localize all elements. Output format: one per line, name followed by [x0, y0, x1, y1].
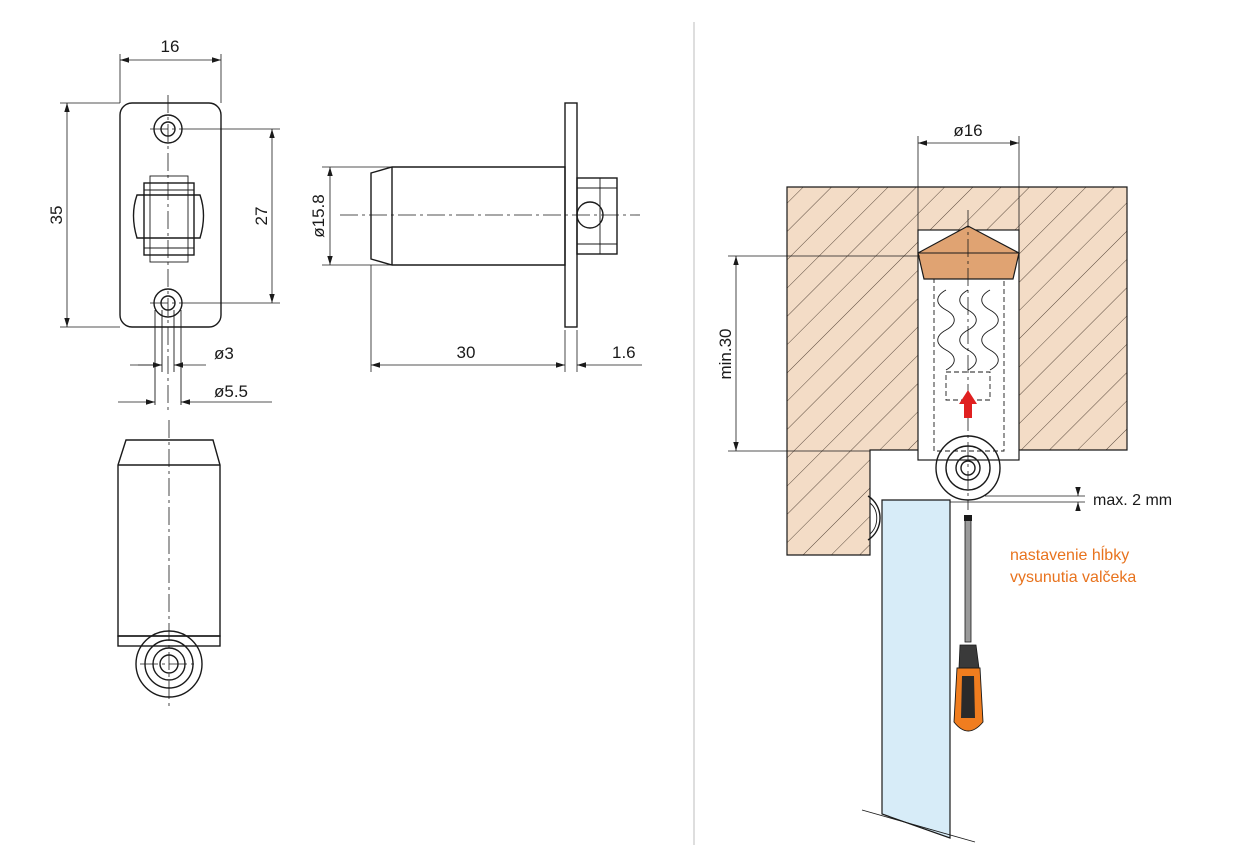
dim-max-gap-text: max. 2 mm	[1093, 492, 1172, 509]
front-view	[119, 95, 222, 410]
dim-pin: ø3 ø5.5	[118, 344, 272, 405]
adjustment-note-line1: nastavenie hĺbky	[1010, 545, 1129, 564]
bore-tip	[917, 225, 1020, 280]
top-view	[340, 102, 640, 328]
dim-pin-text: ø3	[214, 344, 234, 363]
installation-view	[786, 186, 1128, 843]
dim-roller-diameter-text: ø15.8	[309, 194, 328, 237]
screwdriver-icon	[953, 515, 984, 732]
dim-roller-outer-text: ø5.5	[214, 382, 248, 401]
dim-max-gap: max. 2 mm	[950, 487, 1172, 511]
dim-hole-spacing: 27	[186, 128, 280, 304]
adjustment-note-line2: vysunutia valčeka	[1010, 569, 1136, 586]
glass-panel	[881, 499, 951, 839]
dim-roller-diameter: ø15.8	[309, 166, 392, 266]
dim-body-length: 30 1.6	[370, 265, 642, 372]
dim-min-depth: min.30	[716, 255, 920, 452]
dim-plate-width-text: 16	[161, 37, 180, 56]
adjustment-note: nastavenie hĺbky vysunutia valčeka	[1010, 545, 1136, 586]
adjust-arrow	[959, 390, 977, 418]
dim-flange-text: 1.6	[612, 343, 636, 362]
bottom-view	[117, 420, 221, 710]
dim-min-depth-text: min.30	[716, 328, 735, 379]
dim-hole-spacing-text: 27	[252, 207, 271, 226]
dim-plate-height: 35	[47, 102, 120, 328]
dim-plate-height-text: 35	[47, 206, 66, 225]
dim-body-length-text: 30	[457, 343, 476, 362]
dim-bore-diameter: ø16	[917, 121, 1020, 253]
dim-bore-diameter-text: ø16	[953, 121, 982, 140]
dim-plate-width: 16	[119, 37, 222, 103]
